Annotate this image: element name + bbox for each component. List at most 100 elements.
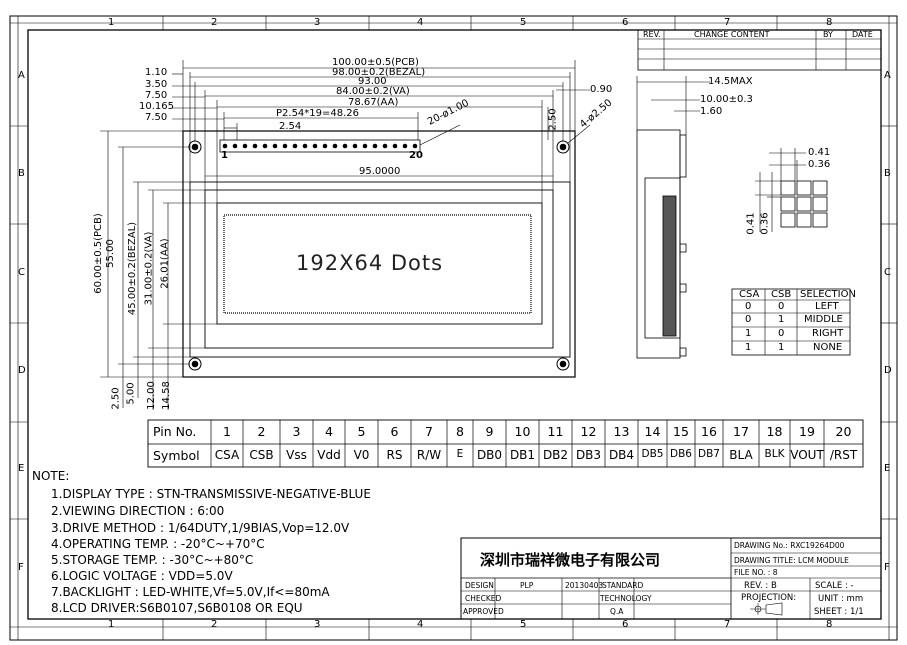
pin-symbol: R/W: [416, 448, 442, 462]
col-number: 4: [417, 17, 424, 28]
dim-dot-pitch: 0.41: [808, 147, 831, 158]
dim-thickness: 10.00±0.3: [700, 94, 753, 105]
dim-hole-span: 93.00: [358, 76, 387, 87]
sel-cell: RIGHT: [812, 328, 844, 339]
pin-number: 4: [325, 424, 333, 439]
pin-number: 6: [390, 424, 399, 439]
sel-cell: 0: [745, 314, 752, 325]
dim-dot-pitch: 0.41: [745, 212, 757, 235]
note-item: 8.LCD DRIVER:S6B0107,S6B0108 OR EQU: [51, 601, 303, 615]
dim-pin-pitch-total: P2.54*19=48.26: [276, 108, 360, 119]
sel-header: CSB: [771, 289, 792, 300]
pin-symbol: DB6: [670, 448, 692, 460]
dim-left-offset: 7.50: [145, 90, 168, 101]
pin-symbol: Vdd: [317, 448, 341, 462]
col-number: 3: [314, 17, 321, 28]
symbol-label: Symbol: [153, 448, 200, 463]
pin-number: 17: [733, 424, 749, 439]
col-number: 4: [417, 619, 424, 630]
display-resolution: 192X64 Dots: [296, 251, 444, 275]
pin-number: 13: [613, 424, 630, 439]
dim-bezel-height: 45.00±0.2(BEZAL): [127, 221, 139, 316]
scale: SCALE : -: [815, 581, 854, 591]
row-letter: E: [18, 463, 25, 474]
col-number: 6: [622, 17, 629, 28]
pin-symbol: DB5: [641, 448, 664, 460]
sel-cell: 1: [778, 342, 785, 353]
design-date: 20130403: [565, 581, 604, 590]
note-item: 3.DRIVE METHOD : 1/64DUTY,1/9BIAS,Vop=12…: [51, 521, 350, 535]
pin-20-label: 20: [409, 150, 423, 161]
row-letter: A: [18, 70, 25, 81]
sel-cell: 0: [778, 301, 785, 312]
dim-bottom: 2.50: [110, 387, 122, 410]
pin-symbol: E: [456, 448, 464, 460]
dim-pcb-height: 60.00±0.5(PCB): [92, 213, 104, 294]
row-letter: C: [18, 267, 25, 278]
pin-number: 9: [485, 424, 494, 439]
pin-number: 2: [257, 424, 266, 439]
note-item: 1.DISPLAY TYPE : STN-TRANSMISSIVE-NEGATI…: [51, 487, 371, 501]
row-letter: A: [884, 70, 891, 81]
row-letter: C: [884, 267, 891, 278]
dim-thickness-max: 14.5MAX: [708, 76, 753, 87]
dim-bottom: 5.00: [125, 382, 137, 405]
pin-symbol: Vss: [286, 448, 307, 462]
dim-left-offset: 10.165: [139, 101, 174, 112]
dim-va-height: 31.00±0.2(VA): [143, 231, 155, 306]
note-item: 5.STORAGE TEMP. : -30°C~+80°C: [51, 553, 254, 567]
dim-bottom: 12.00: [145, 381, 157, 410]
pin-number: 18: [766, 424, 783, 439]
col-number: 3: [314, 619, 321, 630]
company-name: 深圳市瑞祥微电子有限公司: [480, 551, 661, 569]
dim-dot-size: 0.36: [759, 212, 771, 235]
row-letter: B: [18, 168, 25, 179]
dim-hole-height: 55.00: [104, 239, 116, 268]
note-item: 7.BACKLIGHT : LED-WHITE,Vf=5.0V,If<=80mA: [51, 585, 330, 599]
file-number: FILE NO. : 8: [734, 568, 778, 577]
row-letter: D: [884, 365, 892, 376]
col-number: 7: [724, 17, 731, 28]
row-letter: E: [884, 463, 891, 474]
pin-symbol: BLK: [764, 448, 785, 460]
pin-number: 16: [701, 424, 717, 439]
pin-symbol: RS: [386, 448, 403, 462]
qa-label: Q.A: [610, 607, 624, 616]
col-number: 2: [211, 17, 218, 28]
sel-cell: 1: [745, 328, 752, 339]
note-item: 4.OPERATING TEMP. : -20°C~+70°C: [51, 537, 265, 551]
drawing-title: DRAWING TITLE: LCM MODULE: [734, 556, 849, 565]
pin-number: 15: [673, 424, 689, 439]
row-letter: F: [884, 562, 890, 573]
dim-bezel-width: 98.00±0.2(BEZAL): [332, 67, 426, 78]
dim-left-offset: 7.50: [145, 112, 168, 123]
sel-cell: 1: [778, 314, 785, 325]
sel-cell: 0: [778, 328, 785, 339]
dim-dot-size: 0.36: [808, 159, 831, 170]
row-letter: D: [18, 365, 26, 376]
pin-number: 12: [580, 424, 597, 439]
pin-symbol: BLA: [729, 448, 753, 462]
col-number: 7: [724, 619, 731, 630]
by-header: BY: [823, 30, 833, 39]
pin-symbol: V0: [353, 448, 370, 462]
drawing-number: DRAWING No.: RXC19264D00: [734, 541, 845, 550]
pin-symbol: DB7: [698, 448, 720, 460]
note-item: 2.VIEWING DIRECTION : 6:00: [51, 504, 225, 518]
pin-number: 14: [644, 424, 661, 439]
dim-right-offset: 0.90: [590, 84, 613, 95]
dim-va-width: 84.00±0.2(VA): [336, 86, 410, 97]
standard-label: STANDARD: [602, 581, 644, 590]
pin-symbol: /RST: [829, 448, 858, 462]
sel-header: CSA: [739, 289, 760, 300]
pin-number: 5: [357, 424, 366, 439]
sel-cell: 1: [745, 342, 752, 353]
col-number: 5: [520, 17, 527, 28]
technology-label: TECHNOLOGY: [600, 594, 652, 603]
dim-pcb-width: 100.00±0.5(PCB): [332, 57, 419, 68]
dim-pin-pitch: 2.54: [279, 121, 302, 132]
dim-aa-width: 78.67(AA): [348, 97, 399, 108]
dim-pcb-thickness: 1.60: [700, 106, 723, 117]
sheet-number: SHEET : 1/1: [814, 607, 864, 617]
